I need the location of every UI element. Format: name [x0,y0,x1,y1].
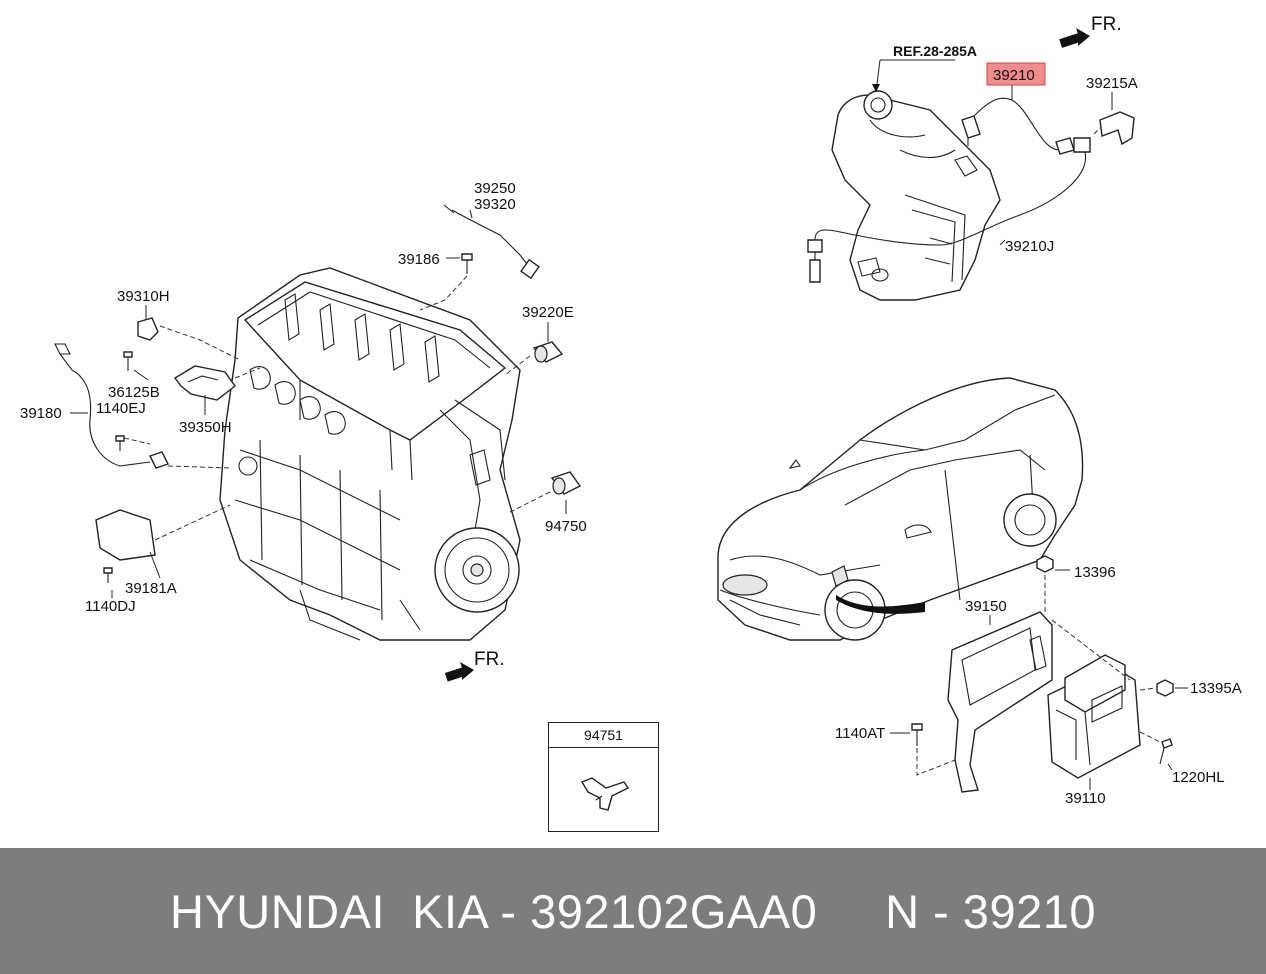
label-39320: 39320 [474,196,516,213]
label-39181a: 39181A [125,580,177,597]
parts-diagram: 39250 39320 39186 39220E 39310H 36125B 1… [20,14,1242,811]
label-39220e: 39220E [522,304,574,321]
label-39250: 39250 [474,180,516,197]
footer-text: HYUNDAI KIA - 392102GAA0 N - 39210 [170,884,1096,938]
clip-94751-drawing [580,777,630,811]
engine-sensors [54,204,582,598]
engine-assembly [219,267,521,641]
label-36125b: 36125B [108,384,160,401]
ecu-assembly [890,555,1188,793]
label-39310h: 39310H [117,288,170,305]
front-label-engine: FR. [474,649,505,670]
label-39210: 39210 [993,67,1035,84]
label-39186: 39186 [398,251,440,268]
label-39210j: 39210J [1005,238,1054,255]
label-1140at: 1140AT [835,725,885,742]
label-94750: 94750 [545,518,587,535]
label-13395a: 13395A [1190,680,1242,697]
label-39150: 39150 [965,598,1007,615]
label-13396: 13396 [1074,564,1116,581]
part-number-footer: HYUNDAI KIA - 392102GAA0 N - 39210 [0,848,1266,974]
front-arrow-manifold [1059,28,1090,48]
reference-label: REF.28-285A [893,43,977,59]
label-39110: 39110 [1065,790,1106,807]
label-39180: 39180 [20,405,62,422]
label-1140ej: 1140EJ [96,400,146,417]
inset-panel-94751: 94751 [548,722,659,832]
label-39215a: 39215A [1086,75,1138,92]
exhaust-assembly [807,59,1135,301]
callout-labels: 39250 39320 39186 39220E 39310H 36125B 1… [20,14,1242,807]
vehicle-illustration [717,377,1084,641]
label-1140dj: 1140DJ [85,598,136,615]
front-label-manifold: FR. [1091,14,1122,35]
highlight-39210 [986,62,1046,86]
label-1220hl: 1220HL [1172,769,1225,786]
front-arrow-engine [444,662,474,682]
inset-title: 94751 [549,723,658,748]
label-39350h: 39350H [179,419,232,436]
